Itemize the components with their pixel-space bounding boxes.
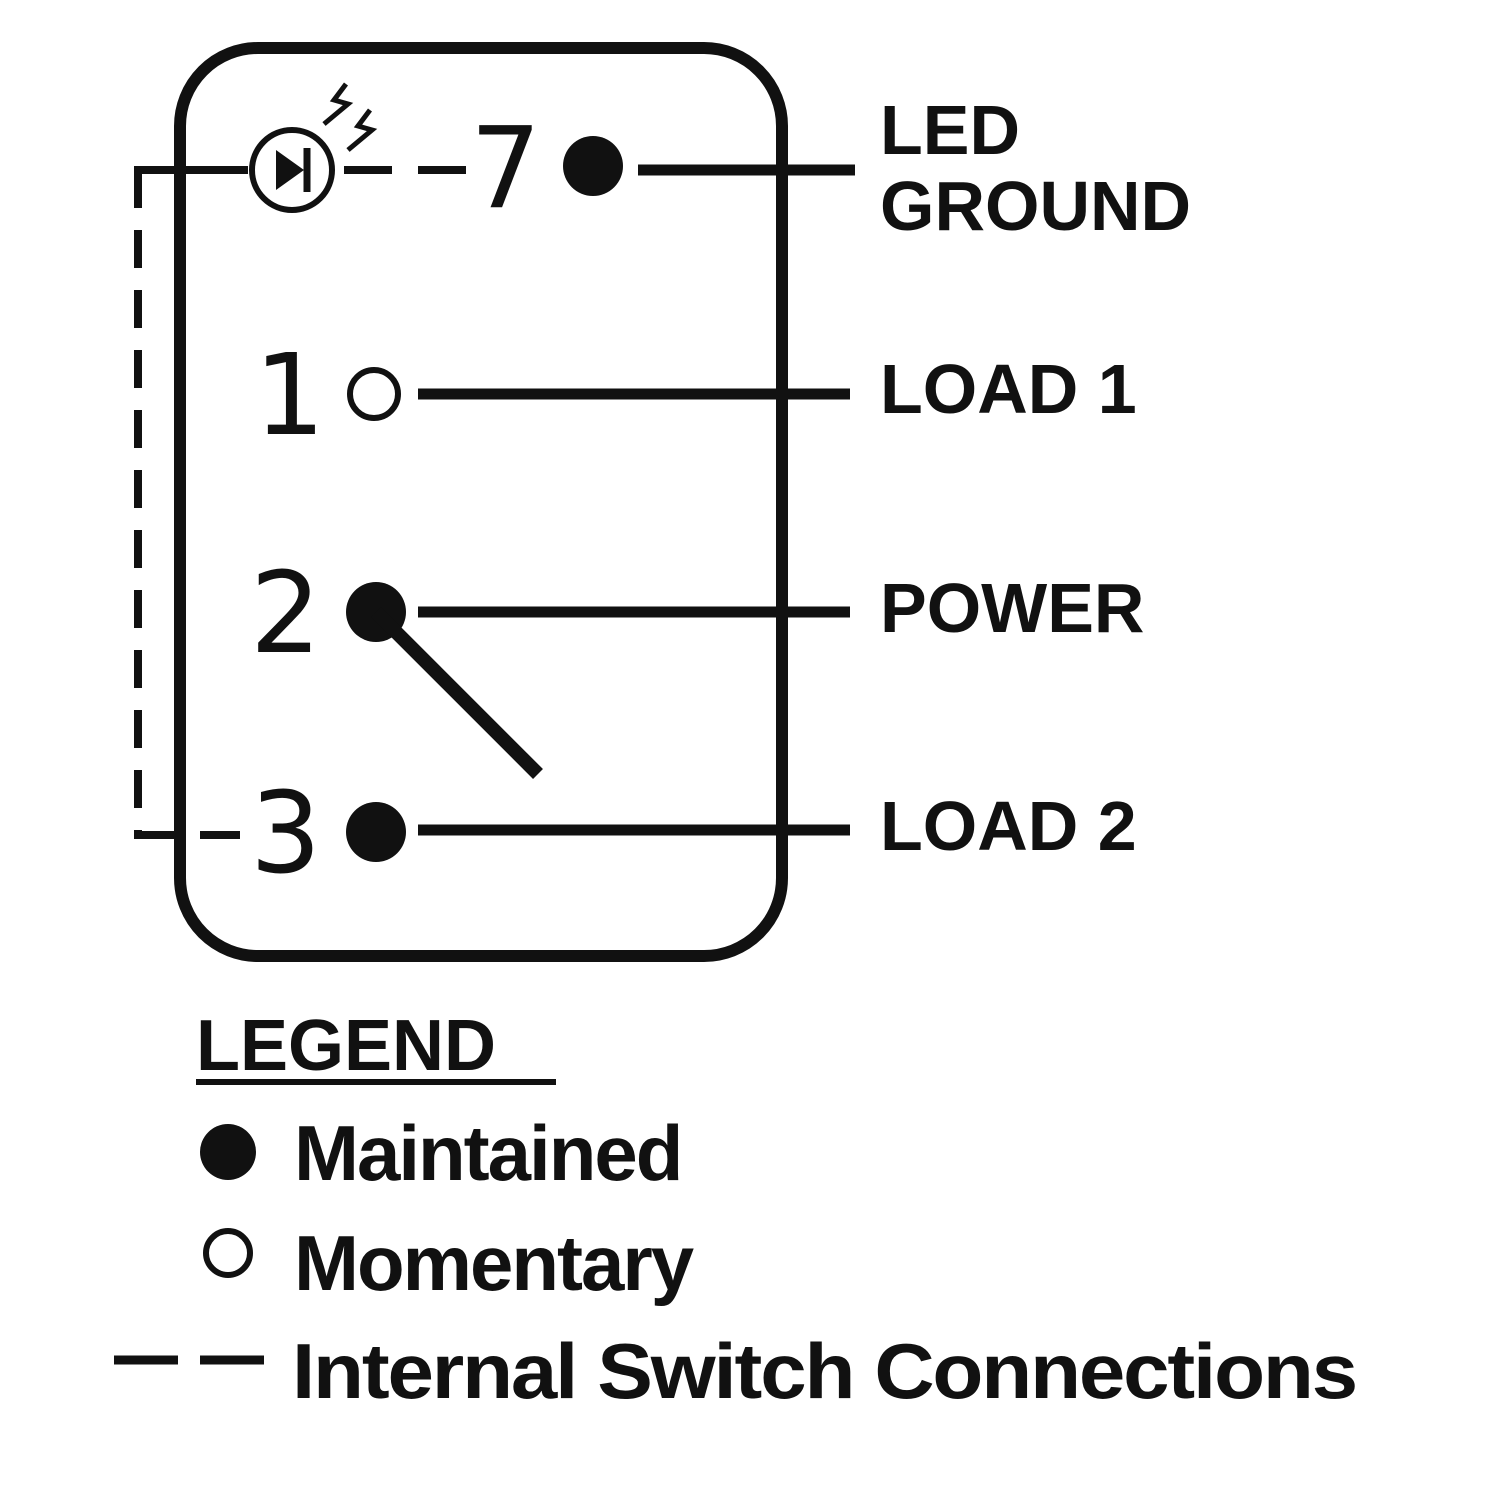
pin-1-number: 1	[254, 331, 325, 461]
led-diode-icon	[249, 82, 378, 213]
switch-body	[174, 42, 788, 962]
pin-3-maintained-dot	[346, 802, 406, 862]
filled-dot-icon	[200, 1124, 256, 1180]
hollow-dot-icon	[203, 1228, 253, 1278]
pin-3-label: LOAD 2	[880, 787, 1137, 865]
internal-connection-dashes	[134, 166, 470, 839]
pin-2-number: 2	[250, 549, 321, 679]
pin-7-label-line-2: GROUND	[880, 167, 1191, 245]
pin-7-label: LED GROUND	[880, 91, 1191, 245]
pin-2-label: POWER	[880, 569, 1144, 647]
legend-momentary-label: Momentary	[294, 1219, 694, 1307]
pin-7-label-line-1: LED	[880, 91, 1020, 169]
pin-1-momentary-dot	[347, 367, 401, 421]
pin-7-maintained-dot	[563, 136, 623, 196]
switch-lever	[371, 607, 543, 779]
legend-title: LEGEND	[196, 1006, 496, 1086]
pin-7-number: 7	[470, 104, 541, 234]
legend-internal-connections-label: Internal Switch Connections	[292, 1327, 1356, 1415]
pin-3-number: 3	[250, 769, 321, 899]
pin-1-label: LOAD 1	[880, 350, 1137, 428]
legend-maintained-label: Maintained	[294, 1109, 681, 1197]
